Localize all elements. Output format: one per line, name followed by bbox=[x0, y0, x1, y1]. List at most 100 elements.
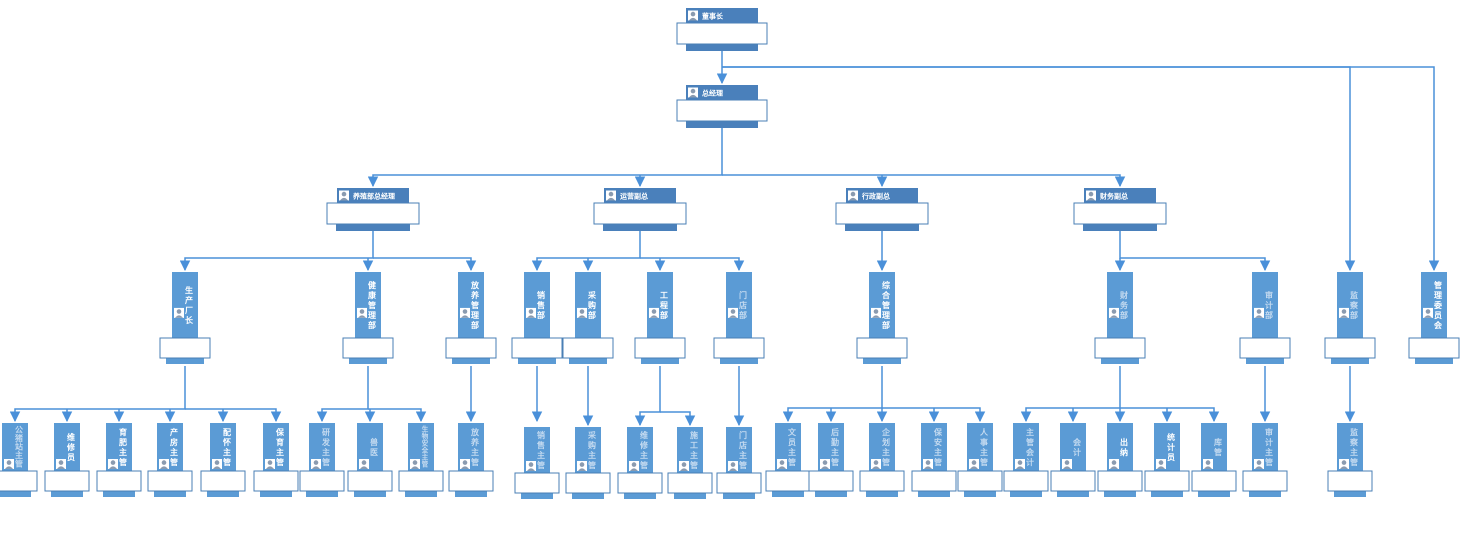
node-d_store[interactable]: 门店部 bbox=[713, 272, 765, 364]
node-shadow bbox=[1083, 223, 1157, 231]
connector bbox=[634, 366, 661, 427]
node-body bbox=[1239, 337, 1291, 359]
node-n_gm[interactable]: 总经理 bbox=[676, 85, 768, 128]
node-s_safety[interactable]: 生物安全主管 bbox=[398, 423, 444, 497]
node-title: 采购主管 bbox=[587, 430, 597, 470]
node-d_eng[interactable]: 工程部 bbox=[634, 272, 686, 364]
node-n_vp_admin[interactable]: 行政副总 bbox=[835, 188, 929, 231]
node-shadow bbox=[674, 491, 706, 499]
node-s_plan[interactable]: 企划主管 bbox=[859, 423, 905, 497]
node-body bbox=[398, 470, 444, 492]
node-body bbox=[1094, 337, 1146, 359]
node-body bbox=[808, 470, 854, 492]
node-header bbox=[1337, 272, 1363, 338]
node-header bbox=[647, 272, 673, 338]
node-d_finance[interactable]: 财务部 bbox=[1094, 272, 1146, 364]
node-body bbox=[1327, 470, 1373, 492]
node-n_vp_fin[interactable]: 财务副总 bbox=[1073, 188, 1167, 231]
node-body bbox=[667, 472, 713, 494]
node-n_vp_breed[interactable]: 养殖部总经理 bbox=[326, 188, 420, 231]
node-s_breed[interactable]: 配怀主管 bbox=[200, 423, 246, 497]
node-shadow bbox=[452, 356, 490, 364]
connector bbox=[722, 174, 1126, 188]
node-title: 销售部 bbox=[536, 290, 545, 320]
node-title: 养殖部总经理 bbox=[352, 192, 395, 201]
person-icon bbox=[174, 307, 184, 318]
node-title: 健康管理部 bbox=[368, 280, 377, 330]
node-d_audit[interactable]: 审计部 bbox=[1239, 272, 1291, 364]
node-body bbox=[448, 470, 494, 492]
node-shadow bbox=[260, 489, 292, 497]
node-shadow bbox=[166, 356, 204, 364]
node-shadow bbox=[207, 489, 239, 497]
node-s_vet[interactable]: 兽医 bbox=[347, 423, 393, 497]
node-body bbox=[562, 337, 614, 359]
node-body bbox=[1324, 337, 1376, 359]
person-icon bbox=[728, 307, 738, 318]
node-body bbox=[1144, 470, 1190, 492]
node-title: 后勤主管 bbox=[831, 427, 839, 467]
node-d_grazing[interactable]: 放养管理部 bbox=[445, 272, 497, 364]
person-icon bbox=[629, 461, 639, 471]
node-shadow bbox=[51, 489, 83, 497]
connector bbox=[1119, 228, 1271, 272]
node-n_vp_ops[interactable]: 运营副总 bbox=[593, 188, 687, 231]
person-icon bbox=[1423, 307, 1433, 318]
node-title: 生产厂长 bbox=[185, 285, 194, 325]
node-s_salesmgr[interactable]: 销售主管 bbox=[514, 427, 560, 499]
node-body bbox=[1003, 470, 1049, 492]
node-shadow bbox=[572, 491, 604, 499]
node-s_fatten[interactable]: 育肥主管 bbox=[96, 423, 142, 497]
node-title: 行政副总 bbox=[861, 192, 890, 201]
node-shadow bbox=[103, 489, 135, 497]
node-s_graze[interactable]: 放养主管 bbox=[448, 423, 494, 497]
node-s_boar[interactable]: 公猪站主管 bbox=[0, 423, 38, 497]
node-shadow bbox=[518, 356, 556, 364]
node-d_purchase[interactable]: 采购部 bbox=[562, 272, 614, 364]
node-s_clerk[interactable]: 文员主管 bbox=[765, 423, 811, 497]
node-n_chairman[interactable]: 董事长 bbox=[676, 8, 768, 51]
node-s_site[interactable]: 施工主管 bbox=[667, 427, 713, 499]
node-shadow bbox=[0, 489, 31, 497]
node-body bbox=[299, 470, 345, 492]
node-s_storemgr[interactable]: 门店主管 bbox=[716, 427, 762, 499]
person-icon bbox=[1109, 307, 1119, 318]
node-s_logi[interactable]: 后勤主管 bbox=[808, 423, 854, 497]
node-d_general[interactable]: 综合管理部 bbox=[856, 272, 908, 364]
node-s_research[interactable]: 研发主管 bbox=[299, 423, 345, 497]
node-d_prod[interactable]: 生产厂长 bbox=[159, 272, 211, 364]
node-shadow bbox=[863, 356, 901, 364]
node-s_nursery[interactable]: 保育主管 bbox=[253, 423, 299, 497]
node-s_maint[interactable]: 维修主管 bbox=[617, 427, 663, 499]
node-s_secure[interactable]: 保安主管 bbox=[911, 423, 957, 497]
node-s_stat[interactable]: 统计员 bbox=[1144, 423, 1190, 497]
node-shadow bbox=[686, 43, 758, 51]
node-title: 研发主管 bbox=[321, 428, 331, 467]
node-s_farrow[interactable]: 产房主管 bbox=[147, 423, 193, 497]
node-s_cashier[interactable]: 出纳 bbox=[1097, 423, 1143, 497]
node-d_health[interactable]: 健康管理部 bbox=[342, 272, 394, 364]
node-body bbox=[676, 99, 768, 122]
node-s_acct[interactable]: 会计 bbox=[1050, 423, 1096, 497]
node-body bbox=[159, 337, 211, 359]
node-s_ware[interactable]: 库管 bbox=[1191, 423, 1237, 497]
node-body bbox=[593, 202, 687, 225]
node-body bbox=[514, 472, 560, 494]
node-body bbox=[96, 470, 142, 492]
node-d_supervise[interactable]: 监察部 bbox=[1324, 272, 1376, 364]
node-header bbox=[726, 272, 752, 338]
node-body bbox=[0, 470, 38, 492]
node-s_buyer[interactable]: 采购主管 bbox=[565, 427, 611, 499]
person-icon bbox=[1203, 459, 1213, 469]
node-d_sales[interactable]: 销售部 bbox=[511, 272, 563, 364]
person-icon bbox=[923, 459, 933, 469]
node-s_hr[interactable]: 人事主管 bbox=[957, 423, 1003, 497]
node-d_committee[interactable]: 管理委员会 bbox=[1408, 272, 1460, 364]
node-title: 采购部 bbox=[587, 290, 597, 320]
node-s_auditmgr[interactable]: 审计主管 bbox=[1242, 423, 1288, 497]
node-shadow bbox=[641, 356, 679, 364]
node-s_supmgr[interactable]: 监察主管 bbox=[1327, 423, 1373, 497]
node-s_repair[interactable]: 维修员 bbox=[44, 423, 90, 497]
person-icon bbox=[1015, 459, 1025, 469]
node-s_chiefacct[interactable]: 主管会计 bbox=[1003, 423, 1049, 497]
